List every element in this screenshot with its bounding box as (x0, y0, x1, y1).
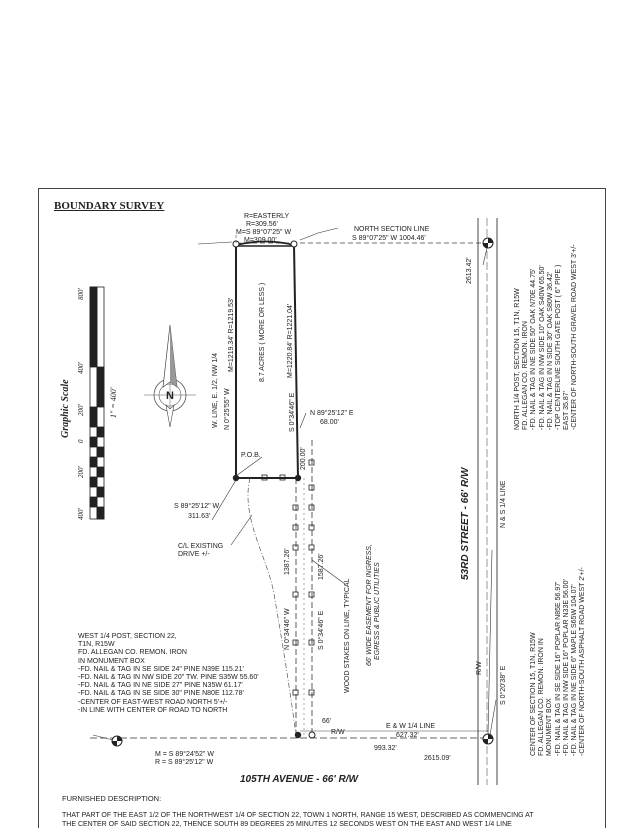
ew-dist-3: 2615.09' (424, 755, 451, 762)
north-note-line: FD. ALLEGAN CO. REMON. IRON (522, 321, 530, 430)
pob-label: P.O.B. (241, 452, 261, 459)
corner-drive-south-east (308, 731, 316, 739)
drive-west-bearing: N 0°34'46" W (284, 608, 291, 650)
scale-ratio: 1" = 400' (109, 387, 118, 418)
graphic-scale-bar (89, 286, 105, 520)
pob-bearing: N 89°25'12" E (310, 410, 354, 417)
curve-m-bearing: M=S 89°07'25" W (236, 229, 292, 236)
north-section-label: NORTH SECTION LINE (354, 226, 430, 233)
scale-tick-0: 0 (77, 439, 85, 444)
ns-quarter-label: N & S 1/4 LINE (500, 480, 507, 528)
north-section-bearing: S 89°07'25" W 1004.46' (352, 235, 426, 242)
west-line-label: W. LINE, E. 1/2, NW 1/4 (212, 352, 219, 428)
south-bearing: S 89°25'12" W (174, 503, 220, 510)
drive-length-east: 1587.26' (318, 553, 325, 580)
bottom-r-bearing: R = S 89°25'12" W (155, 759, 214, 766)
road-south-label: 105TH AVENUE - 66' R/W (240, 774, 358, 785)
center-note-line: CENTER OF SECTION 15, T1N, R15W (530, 632, 537, 756)
west-note-line: -FD. NAIL & TAG IN NE SIDE 27" PINE N35W… (78, 682, 243, 690)
section-corner-north (482, 237, 494, 249)
section-corner-center (482, 733, 494, 745)
road-east-label: 53RD STREET - 66' R/W (460, 467, 471, 580)
acreage: 8.7 ACRES ( MORE OR LESS ) (259, 282, 266, 382)
scale-tick-200b: 200' (77, 466, 85, 478)
survey-title: BOUNDARY SURVEY (54, 200, 165, 212)
center-note-line: -CENTER OF NORTH-SOUTH ASPHALT ROAD WEST… (579, 567, 587, 756)
center-corner-note: CENTER OF SECTION 15, T1N, R15W FD. ALLE… (530, 567, 587, 756)
east-rw-label: R/W (476, 661, 483, 675)
curve-r-value: R=309.56' (246, 221, 278, 228)
scale-tick-800: 800' (77, 288, 85, 300)
parcel-top-curve (235, 240, 295, 246)
center-note-line: -FD. NAIL & TAG IN SE SIDE 16" POPLAR N8… (554, 581, 562, 756)
bottom-m-bearing: M = S 89°24'52" W (155, 751, 214, 758)
east-bearing: S 0°34'46" E (289, 392, 296, 432)
description-heading: FURNISHED DESCRIPTION: (62, 794, 162, 803)
center-note-line: -FD. NAIL & TAG IN NE SIDE 6" MAPLE S65W… (571, 584, 579, 756)
wood-stakes (261, 459, 315, 696)
corner-ne (290, 240, 298, 248)
scale-tick-400: 400' (77, 362, 85, 374)
north-note-line: -CENTER OF NORTH-SOUTH GRAVEL ROAD WEST … (571, 244, 579, 430)
curve-r-label: R=EASTERLY (244, 213, 290, 220)
rw-width: 66' (322, 718, 332, 725)
wood-stakes-label: WOOD STAKES ON LINE, TYPICAL (344, 578, 351, 694)
west-bearing: N 0°25'55" W (224, 388, 231, 430)
center-note-line: MONUMENT BOX (546, 698, 554, 756)
north-note-line: -FD. NAIL & TAG IN NE SIDE 50" OAK N70E … (530, 268, 538, 430)
east-dist: M=1220.84' R=1221.04' (287, 303, 294, 378)
center-note-line: FD. ALLEGAN CO. REMON. IRON IN (538, 638, 546, 756)
west-corner-note: WEST 1/4 POST, SECTION 22, T1N, R15W FD.… (78, 633, 259, 715)
leader-lines (92, 227, 497, 741)
north-note-line: -FD. NAIL & TAG IN NW SIDE 10" OAK S40W … (538, 265, 546, 430)
drive-label: C/L EXISTING (178, 543, 224, 550)
drive-east-bearing: S 0°34'46" E (318, 610, 325, 650)
west-note-line: FD. ALLEGAN CO. REMON. IRON (78, 649, 187, 657)
east-total-dist: 2613.42' (466, 257, 473, 284)
north-note-line: -FD. NAIL & TAG IN N SIDE 30" OAK S80W 3… (546, 271, 554, 430)
west-note-line: T1N, R15W (78, 641, 115, 649)
north-note-line: NORTH 1/4 POST, SECTION 15, T1N, R15W (514, 288, 521, 430)
ew-quarter-label: E & W 1/4 LINE (386, 723, 436, 730)
west-note-line: -FD. NAIL & TAG IN NW SIDE 20" TW. PINE … (78, 674, 259, 682)
west-note-line: -IN LINE WITH CENTER OF ROAD TO NORTH (78, 706, 228, 714)
west-note-line: -FD. NAIL & TAG IN SE SIDE 30" PINE N80E… (78, 690, 244, 698)
west-dist: M=1219.34' R=1219.53' (228, 297, 235, 372)
west-note-line: IN MONUMENT BOX (78, 657, 145, 665)
north-corner-note: NORTH 1/4 POST, SECTION 15, T1N, R15W FD… (514, 244, 580, 430)
west-note-line: -CENTER OF EAST-WEST ROAD NORTH 5'+/- (78, 698, 228, 706)
drawing-frame (38, 188, 606, 828)
drive-length-west: 1387.26' (284, 548, 291, 575)
scale-title: Graphic Scale (60, 379, 71, 438)
ew-dist-1: 627.32' (396, 732, 419, 739)
north-arrow-icon: N (144, 324, 196, 428)
curve-m-length: M=309.00' (244, 237, 277, 244)
west-note-line: WEST 1/4 POST, SECTION 22, (78, 633, 177, 640)
center-note-line: -FD. NAIL & TAG IN NW SIDE 16" POPLAR N3… (562, 579, 570, 756)
description-line-1: THAT PART OF THE EAST 1/2 OF THE NORTHWE… (62, 812, 534, 819)
north-note-line: -TOP CENTERLINE SOUTH GATE POST ( 6" PIP… (555, 264, 563, 430)
short-east-dist: 200.00' (300, 447, 307, 470)
description-line-2: THE CENTER OF SAID SECTION 22, THENCE SO… (62, 821, 512, 828)
north-note-line: EAST 35.87' (563, 391, 571, 430)
scale-tick-200: 200' (77, 404, 85, 416)
easement-label-1: 66' WIDE EASEMENT FOR INGRESS, (366, 544, 373, 666)
svg-text:N: N (166, 390, 174, 402)
rw-label: R/W (331, 729, 345, 736)
south-dist: 311.63' (188, 513, 211, 520)
drive-label-2: DRIVE +/- (178, 551, 210, 558)
west-note-line: -FD. NAIL & TAG IN SE SIDE 24" PINE N39E… (78, 665, 244, 673)
south-bearing-east: S 0°20'38" E (500, 665, 507, 705)
corner-pob (232, 474, 240, 482)
pob-dist: 68.00' (320, 419, 339, 426)
corner-drive-south (294, 731, 302, 739)
easement-label-2: EGRESS & PUBLIC UTILITIES (374, 562, 381, 660)
ew-dist-2: 993.32' (374, 745, 397, 752)
section-corner-west (111, 735, 123, 747)
scale-tick-400b: 400' (77, 508, 85, 520)
